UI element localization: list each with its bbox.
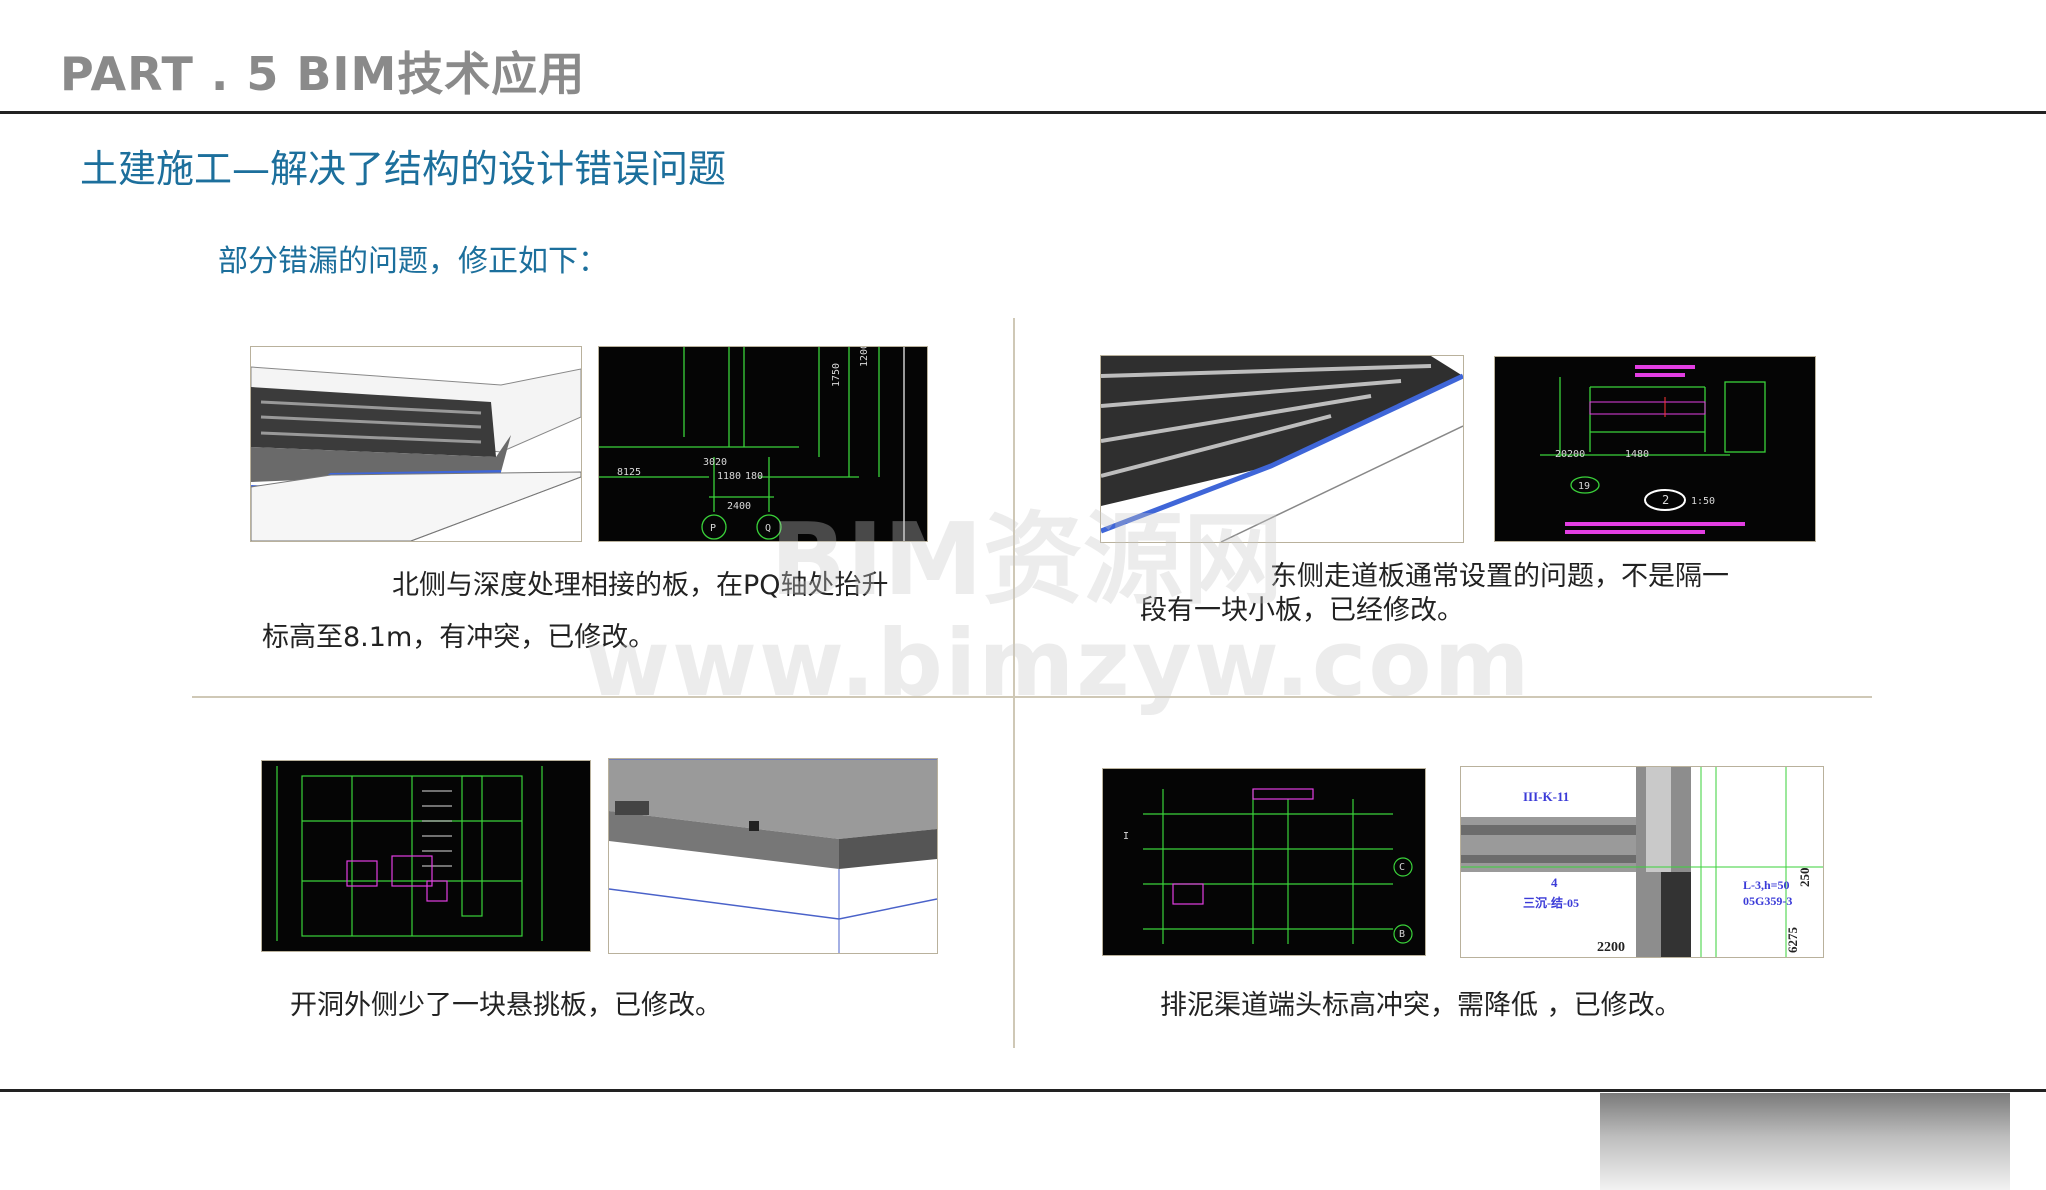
watermark-url: www.bimzyw.com <box>585 610 1532 717</box>
header-divider <box>0 111 2046 114</box>
panel1-caption-line1: 北侧与深度处理相接的板，在PQ轴处抬升 <box>392 570 889 601</box>
panel2-cad-label-20200: 20200 <box>1555 449 1585 460</box>
slide-subtitle: 土建施工—解决了结构的设计错误问题 <box>80 147 727 191</box>
panel2-detail-scale: 1:50 <box>1691 496 1715 507</box>
panel2-cad-label-1480: 1480 <box>1625 449 1649 460</box>
horizontal-divider <box>192 696 1872 698</box>
panel4-cad-drawing: C B I <box>1102 768 1426 956</box>
vertical-divider <box>1013 318 1015 1048</box>
panel2-detail-number: 2 <box>1662 493 1669 507</box>
panel2-caption: 东侧走道板通常设置的问题，不是隔一 段有一块小板，已经修改。 <box>1140 560 1860 628</box>
panel1-cad-label-8125: 8125 <box>617 467 641 478</box>
panel2-axis-19: 19 <box>1578 481 1590 492</box>
panel4-label-l3: L-3,h=50 <box>1743 878 1790 892</box>
panel4-axis-c: C <box>1399 862 1405 873</box>
panel4-label-section: 三沉-结-05 <box>1523 895 1579 910</box>
panel2-caption-line1: 东侧走道板通常设置的问题，不是隔一 <box>1270 561 1729 592</box>
panel1-model-image <box>250 346 582 542</box>
panel4-label-05g: 05G359-3 <box>1743 894 1792 908</box>
panel2-model-image <box>1100 355 1464 543</box>
panel2-cad-drawing: 20200 1480 2 1:50 19 <box>1494 356 1816 542</box>
panel1-caption: 北侧与深度处理相接的板，在PQ轴处抬升 标高至8.1m，有冲突，已修改。 <box>262 560 982 664</box>
panel1-cad-label-1750: 1750 <box>831 363 842 387</box>
panel4-caption: 排泥渠道端头标高冲突，需降低 ，已修改。 <box>1160 990 1682 1021</box>
panel1-cad-drawing: 8125 3020 1180 180 2400 1750 1200 P Q <box>598 346 928 542</box>
panel1-cad-label-2400: 2400 <box>727 501 751 512</box>
panel1-cad-label-3020: 3020 <box>703 457 727 468</box>
panel1-cad-label-1180: 1180 <box>717 471 741 482</box>
panel1-axis-q: Q <box>765 523 771 534</box>
panel3-cad-drawing <box>261 760 591 952</box>
panel4-section-drawing: III-K-11 4 三沉-结-05 L-3,h=50 05G359-3 250… <box>1460 766 1824 958</box>
panel1-cad-label-1200: 1200 <box>859 347 870 367</box>
panel1-cad-label-180: 180 <box>745 471 763 482</box>
panel2-caption-line2: 段有一块小板，已经修改。 <box>1140 595 1464 626</box>
panel3-caption: 开洞外侧少了一块悬挑板，已修改。 <box>290 990 722 1021</box>
footer-shadow-decoration <box>1600 1093 2010 1190</box>
part-title: PART . 5 BIM技术应用 <box>60 47 586 101</box>
panel3-model-image <box>608 758 938 954</box>
panel1-axis-p: P <box>710 523 716 534</box>
panel4-label-2200: 2200 <box>1597 940 1625 955</box>
panel4-label-6275: 6275 <box>1785 927 1800 954</box>
intro-text: 部分错漏的问题，修正如下： <box>218 244 608 279</box>
panel4-label-250: 250 <box>1797 868 1812 888</box>
panel4-axis-b: B <box>1399 929 1405 940</box>
panel4-section-mark: I <box>1123 831 1129 842</box>
panel4-label-4: 4 <box>1551 875 1558 890</box>
watermark-logo-text: BIM资源网 <box>770 501 1283 618</box>
panel4-label-iiik11: III-K-11 <box>1523 789 1569 804</box>
footer-divider <box>0 1089 2046 1092</box>
panel1-caption-line2: 标高至8.1m，有冲突，已修改。 <box>262 622 656 653</box>
